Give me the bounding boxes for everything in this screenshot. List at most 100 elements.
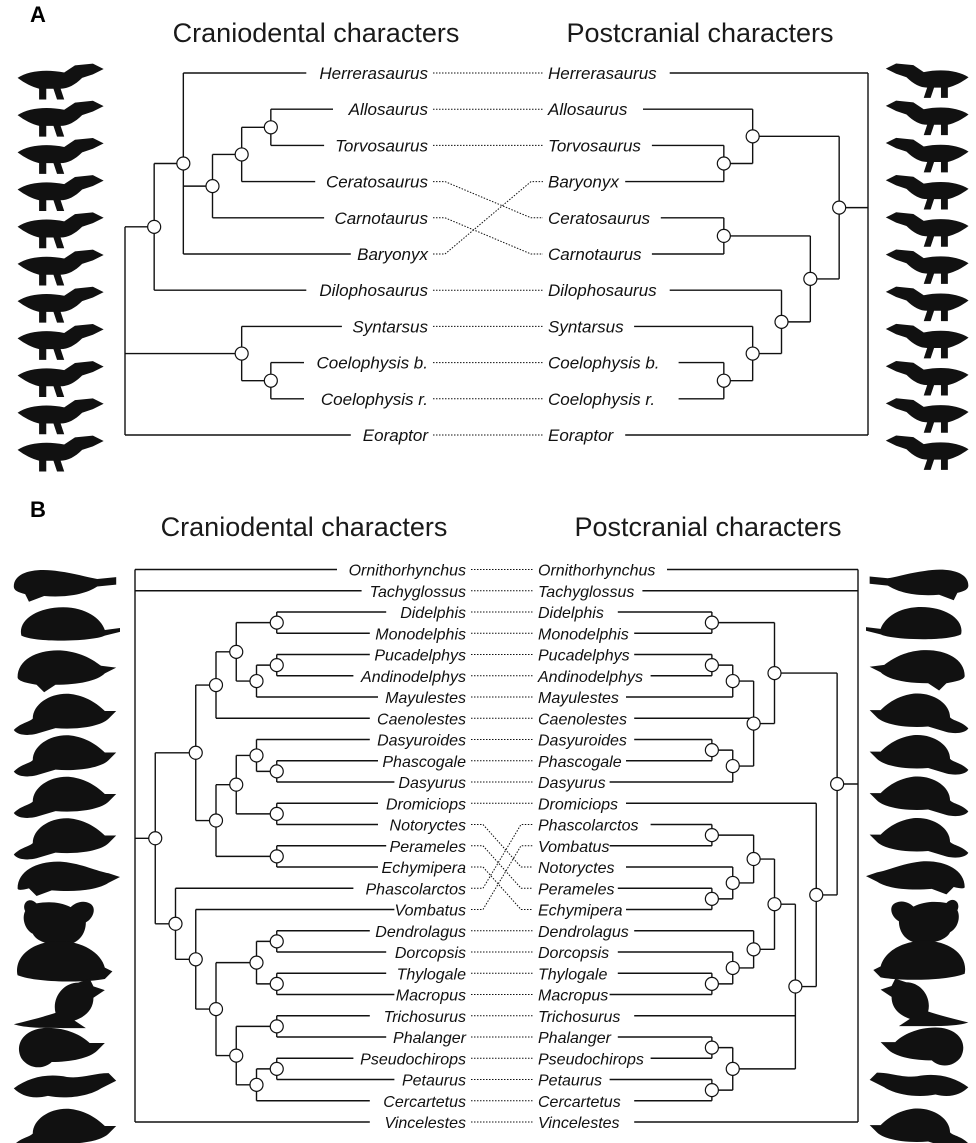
right-taxon-label: Phascolarctos <box>538 818 639 835</box>
left-taxon-label: Dasyuroides <box>377 733 466 750</box>
left-taxon-label: Phascogale <box>382 754 466 771</box>
left-tree-node-marker <box>230 1049 243 1062</box>
panel-a-postcranial-tree <box>625 73 868 435</box>
left-tree-node-marker <box>250 749 263 762</box>
panel-b-letter: B <box>30 497 46 522</box>
theropod-silhouette-icon <box>886 175 969 209</box>
left-taxon-label: Andinodelphys <box>360 669 466 686</box>
theropod-silhouette-icon <box>18 175 104 211</box>
left-taxon-label: Pucadelphys <box>374 648 466 665</box>
tanglegram-crossing-connector <box>471 825 533 889</box>
right-tree-node-marker <box>768 667 781 680</box>
tanglegram-crossing-connector <box>433 182 543 254</box>
left-tree-node-marker <box>250 675 263 688</box>
right-taxon-label: Thylogale <box>538 966 607 983</box>
wombat-silhouette-icon <box>873 941 965 980</box>
panel-a-craniodental-tree <box>125 73 351 435</box>
left-taxon-label: Mayulestes <box>385 690 466 707</box>
left-taxon-label: Dasyurus <box>398 775 466 792</box>
theropod-silhouette-icon <box>886 101 969 135</box>
left-tree-node-marker <box>169 917 182 930</box>
right-tree-node-marker <box>717 157 730 170</box>
kangaroo-silhouette-icon <box>881 979 969 1027</box>
left-tree-node-marker <box>148 220 161 233</box>
left-taxon-label: Torvosaurus <box>335 136 428 155</box>
right-taxon-label: Torvosaurus <box>548 136 641 155</box>
left-tree-node-marker <box>189 746 202 759</box>
panel-b-left-silhouettes <box>14 570 120 1143</box>
bandicoot-silhouette-icon <box>866 861 965 894</box>
left-taxon-label: Coelophysis b. <box>316 354 428 373</box>
left-taxon-label: Dorcopsis <box>395 945 466 962</box>
right-tree-node-marker <box>717 229 730 242</box>
platypus-silhouette-icon <box>870 570 969 601</box>
marsupial-silhouette-icon <box>870 776 969 816</box>
left-taxon-label: Perameles <box>390 839 466 856</box>
theropod-silhouette-icon <box>886 435 969 469</box>
right-tree-node-marker <box>705 829 718 842</box>
left-taxon-label: Herrerasaurus <box>319 64 428 83</box>
theropod-silhouette-icon <box>18 212 104 248</box>
left-tree-node-marker <box>270 659 283 672</box>
marsupial-silhouette-icon <box>870 693 969 733</box>
right-taxon-label: Phascogale <box>538 754 622 771</box>
theropod-silhouette-icon <box>886 287 969 321</box>
right-taxon-label: Macropus <box>538 988 608 1005</box>
right-taxon-label: Dasyuroides <box>538 733 627 750</box>
left-tree-node-marker <box>264 121 277 134</box>
left-taxon-label: Vincelestes <box>384 1115 466 1132</box>
left-taxon-label: Monodelphis <box>375 626 466 643</box>
left-taxon-label: Pseudochirops <box>360 1051 466 1068</box>
left-taxon-label: Didelphis <box>400 605 466 622</box>
left-tree-node-marker <box>206 180 219 193</box>
right-tree-node-marker <box>747 853 760 866</box>
right-tree-node-marker <box>789 980 802 993</box>
right-tree-node-marker <box>768 898 781 911</box>
panel-a-right-heading: Postcranial characters <box>566 18 833 48</box>
tanglegram-crossing-connector <box>433 182 543 218</box>
theropod-silhouette-icon <box>18 398 104 434</box>
koala-silhouette-icon <box>891 900 959 943</box>
left-taxon-label: Tachyglossus <box>370 584 466 601</box>
left-tree-node-marker <box>189 953 202 966</box>
left-taxon-label: Caenolestes <box>377 711 466 728</box>
right-tree-node-marker <box>705 1084 718 1097</box>
theropod-silhouette-icon <box>886 138 969 172</box>
bandicoot-silhouette-icon <box>18 862 120 896</box>
left-tree-node-marker <box>149 832 162 845</box>
right-tree-node-marker <box>726 675 739 688</box>
left-taxon-label: Thylogale <box>397 966 466 983</box>
right-taxon-label: Monodelphis <box>538 626 629 643</box>
theropod-silhouette-icon <box>886 63 969 97</box>
left-taxon-label: Phascolarctos <box>366 881 467 898</box>
left-taxon-label: Dilophosaurus <box>319 281 428 300</box>
marsupial-silhouette-icon <box>870 735 969 775</box>
right-taxon-label: Mayulestes <box>538 690 619 707</box>
theropod-silhouette-icon <box>18 287 104 323</box>
left-tree-node-marker <box>230 645 243 658</box>
left-taxon-label: Cercartetus <box>383 1094 466 1111</box>
panel-b-tanglegram-connectors <box>471 570 533 1123</box>
echidna-silhouette-icon <box>21 607 120 640</box>
echidna-silhouette-icon <box>866 607 962 639</box>
right-taxon-label: Dasyurus <box>538 775 606 792</box>
theropod-silhouette-icon <box>886 361 969 395</box>
left-taxon-label: Dendrolagus <box>375 924 466 941</box>
right-tree-node-marker <box>747 717 760 730</box>
right-tree-node-marker <box>705 616 718 629</box>
right-taxon-label: Phalanger <box>538 1030 612 1047</box>
left-taxon-label: Petaurus <box>402 1073 466 1090</box>
koala-silhouette-icon <box>24 900 94 945</box>
right-taxon-label: Ornithorhynchus <box>538 563 655 580</box>
right-taxon-label: Cercartetus <box>538 1094 621 1111</box>
right-tree-node-marker <box>705 1041 718 1054</box>
left-tree-node-marker <box>270 765 283 778</box>
left-tree-node-marker <box>270 850 283 863</box>
left-tree-node-marker <box>264 374 277 387</box>
left-taxon-label: Baryonyx <box>357 245 428 264</box>
right-taxon-label: Trichosurus <box>538 1009 620 1026</box>
left-tree-node-marker <box>177 157 190 170</box>
kangaroo-silhouette-icon <box>14 979 105 1028</box>
right-tree-node-marker <box>726 961 739 974</box>
possum-silhouette-icon <box>19 1028 105 1067</box>
